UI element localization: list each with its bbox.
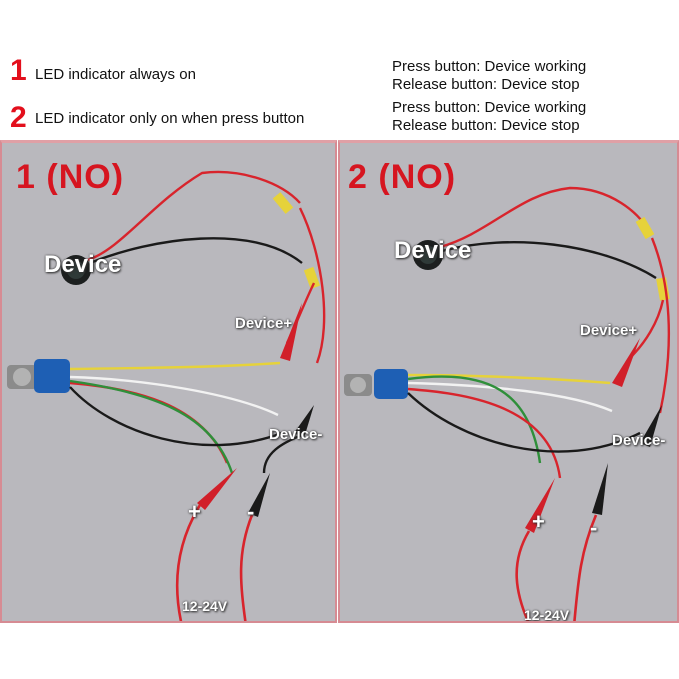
blue-connector xyxy=(34,359,70,393)
wiring-photo-left xyxy=(7,170,326,621)
black-clip-minus xyxy=(592,463,608,515)
bottom-margin xyxy=(0,623,679,679)
white-wire xyxy=(69,375,279,417)
panel-2-title: 2 (NO) xyxy=(348,159,456,195)
behavior-line-2: Release button: Device stop xyxy=(392,76,580,93)
legend-number-2: 2 xyxy=(10,101,27,134)
device-plus-label: Device+ xyxy=(580,322,638,339)
panel-2-number: 2 xyxy=(348,158,368,196)
red-wire-top xyxy=(439,186,652,249)
device-minus-label: Device- xyxy=(612,432,666,449)
panel-1-number: 1 xyxy=(16,158,36,196)
legend-text-2: LED indicator only on when press button xyxy=(35,110,305,127)
black-clip-device-minus xyxy=(294,405,314,438)
panel-always-on: 1 (NO) Device Device+ Device- + - 12-24V xyxy=(0,140,337,623)
yellow-wire xyxy=(69,361,281,371)
plus-sign: + xyxy=(188,499,201,524)
panel-1-mode: (NO) xyxy=(46,158,125,196)
panel-1-title: 1 (NO) xyxy=(16,159,124,195)
red-clip-plus xyxy=(197,468,237,510)
minus-sign: - xyxy=(247,499,255,524)
red-clip-device-plus xyxy=(280,303,302,361)
red-wire-top xyxy=(87,170,301,262)
plus-sign: + xyxy=(532,509,545,534)
black-wire-top xyxy=(441,241,657,280)
legend-area: 1 LED indicator always on 2 LED indicato… xyxy=(0,0,679,140)
green-wire xyxy=(69,379,234,474)
behavior-line-4: Release button: Device stop xyxy=(392,117,580,134)
black-clip-device-minus xyxy=(640,405,662,447)
black-clip-minus xyxy=(248,473,270,517)
voltage-label: 12-24V xyxy=(524,607,570,623)
minus-sign: - xyxy=(590,515,598,540)
device-label: Device xyxy=(394,237,472,264)
red-clip-device-plus xyxy=(612,338,640,387)
voltage-label: 12-24V xyxy=(182,598,228,614)
behavior-line-1: Press button: Device working xyxy=(392,58,587,75)
red-clip-plus xyxy=(525,478,555,533)
green-wire xyxy=(407,375,542,464)
behavior-line-3: Press button: Device working xyxy=(392,99,587,116)
white-wire xyxy=(407,381,613,413)
panel-press-on: 2 (NO) Device Device+ Device- + - 12-24V xyxy=(338,140,679,623)
black-wire-top xyxy=(89,237,303,265)
legend-number-1: 1 xyxy=(10,54,27,87)
device-label: Device xyxy=(44,251,122,278)
device-plus-label: Device+ xyxy=(235,315,293,332)
yellow-wire xyxy=(407,373,611,385)
wiring-photo-right xyxy=(344,186,671,621)
panel-2-mode: (NO) xyxy=(378,158,457,196)
blue-connector xyxy=(374,369,408,399)
device-minus-label: Device- xyxy=(269,426,323,443)
legend-text-1: LED indicator always on xyxy=(35,66,196,83)
